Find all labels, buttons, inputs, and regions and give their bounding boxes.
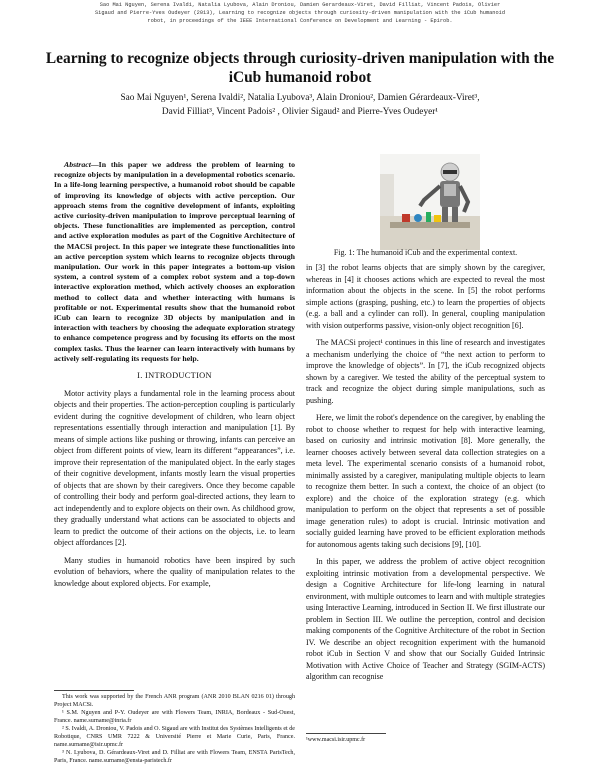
citation-header: Sao Mai Nguyen, Serena Ivaldi, Natalia L… [8,1,592,25]
footnote: ³ N. Lyubova, D. Gérardeaux-Viret and D.… [54,750,295,764]
paragraph: Here, we limit the robot's dependence on… [306,413,545,549]
footnote: This work was supported by the French AN… [54,694,295,708]
footnote: ¹ S.M. Nguyen and P-Y. Oudeyer are with … [54,710,295,724]
abstract: Abstract—In this paper we address the pr… [54,160,295,364]
citation-line: Sigaud and Pierre-Yves Oudeyer (2013), L… [94,10,506,17]
figure-caption: Fig. 1: The humanoid iCub and the experi… [333,248,518,257]
footnote: ¹www.macsi.isir.upmc.fr [306,737,366,743]
paragraph: The MACSi project¹ continues in this lin… [306,338,545,405]
left-column: Abstract—In this paper we address the pr… [54,160,295,595]
icub-robot-figure [380,154,480,250]
footnotes: This work was supported by the French AN… [54,693,295,765]
footnote-divider [306,733,386,734]
citation-line: robot, in proceedings of the IEEE Intern… [147,18,453,25]
abstract-text: —In this paper we address the problem of… [54,160,295,363]
citation-line: Sao Mai Nguyen, Serena Ivaldi, Natalia L… [99,2,501,8]
paragraph: In this paper, we address the problem of… [306,557,545,681]
footnote-divider [54,690,134,691]
author-line: Sao Mai Nguyen¹, Serena Ivaldi², Natalia… [120,93,480,103]
paragraph: Motor activity plays a fundamental role … [54,388,295,548]
right-column: in [3] the robot learns objects that are… [306,262,545,689]
author-line: David Filliat³, Vincent Padois² , Olivie… [161,106,439,117]
paragraph: Many studies in humanoid robotics have b… [54,555,295,588]
abstract-label: Abstract [64,160,91,169]
footnote: ² S. Ivaldi, A. Droniou, V. Padois and O… [54,726,295,748]
paper-title: Learning to recognize objects through cu… [45,50,555,86]
paragraph: in [3] the robot learns objects that are… [306,263,545,330]
section-heading: I. INTRODUCTION [137,371,212,381]
author-list: Sao Mai Nguyen¹, Serena Ivaldi², Natalia… [40,92,560,119]
